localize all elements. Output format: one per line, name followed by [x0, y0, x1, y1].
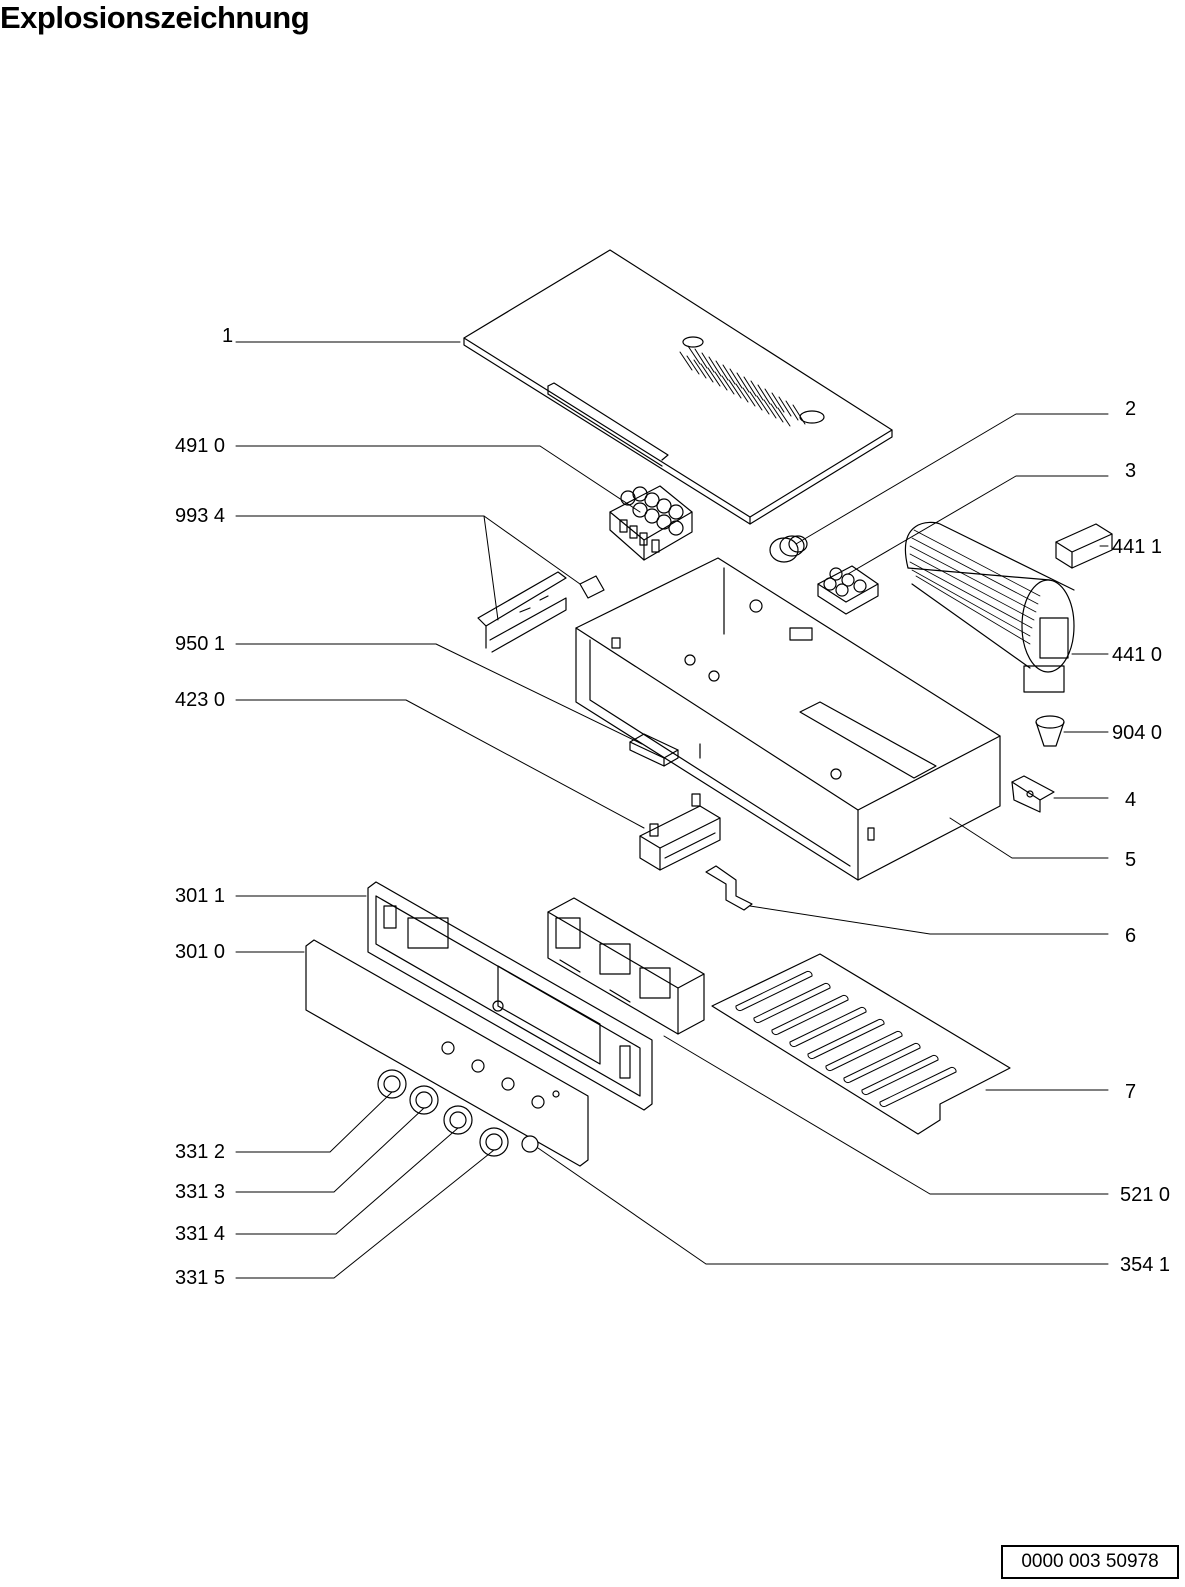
ventilation-grille-part: [712, 954, 1010, 1134]
callout-label-5210: 521 0: [1120, 1184, 1170, 1206]
angle-bracket-part: [1012, 776, 1054, 812]
leader-line-3541: [537, 1147, 1109, 1265]
rubber-foot-part: [1036, 716, 1064, 746]
callout-label-3312: 331 2: [175, 1141, 225, 1163]
leader-line-5: [949, 817, 1109, 859]
leader-line-3315: [235, 1149, 495, 1279]
callout-label-3: 3: [1125, 460, 1136, 482]
callout-label-3541: 354 1: [1120, 1254, 1170, 1276]
leader-line-5210: [663, 1035, 1109, 1195]
callout-label-2: 2: [1125, 398, 1136, 420]
leader-line-9934: [235, 515, 499, 621]
callout-label-9040: 904 0: [1112, 722, 1162, 744]
leader-line-3314: [235, 1127, 459, 1235]
leader-lines: [235, 341, 1109, 1279]
callout-label-3313: 331 3: [175, 1181, 225, 1203]
callout-label-3315: 331 5: [175, 1267, 225, 1289]
leader-line-9934-b: [483, 515, 581, 585]
control-knobs-part: [378, 1070, 508, 1156]
switch-assembly-part: [548, 898, 704, 1034]
callout-label-4230: 423 0: [175, 689, 225, 711]
leader-line-2: [795, 413, 1109, 545]
front-plate-part: [306, 940, 588, 1166]
callout-labels: 1 2 3 4 5 6 7 491 0 993 4 950 1 423 0 30…: [175, 325, 1170, 1289]
z-bracket-part: [706, 866, 752, 910]
vent-slots-grid: [680, 346, 805, 426]
leader-line-3: [847, 475, 1109, 575]
small-terminal-part: [818, 566, 878, 614]
callout-label-3010: 301 0: [175, 941, 225, 963]
top-cover-part: [464, 250, 892, 524]
cable-grommet-part: [770, 536, 807, 562]
document-number-box: 0000 003 50978: [1001, 1545, 1179, 1579]
leader-line-9501: [235, 643, 643, 745]
leader-line-3312: [235, 1091, 393, 1153]
page-title: Explosionszeichnung: [0, 0, 310, 35]
indicator-lens-part: [522, 1136, 538, 1152]
housing-box-part: [576, 558, 1000, 880]
leader-line-3313: [235, 1107, 425, 1193]
leader-line-4230: [235, 699, 645, 829]
callout-label-9501: 950 1: [175, 633, 225, 655]
tangential-fan-part: [905, 522, 1074, 692]
control-panel-frame-part: [368, 882, 652, 1110]
relay-block-part: [640, 794, 720, 870]
mounting-bracket-part: [478, 572, 604, 652]
callout-label-4411: 441 1: [1112, 536, 1162, 558]
leader-line-4910: [235, 445, 641, 513]
callout-label-5: 5: [1125, 849, 1136, 871]
callout-label-4410: 441 0: [1112, 644, 1162, 666]
callout-label-3011: 301 1: [175, 885, 225, 907]
callout-label-9934: 993 4: [175, 505, 225, 527]
callout-label-7: 7: [1125, 1081, 1136, 1103]
callout-label-3314: 331 4: [175, 1223, 225, 1245]
terminal-block-part: [610, 486, 692, 560]
callout-label-1: 1: [222, 325, 233, 347]
callout-label-4: 4: [1125, 789, 1136, 811]
leader-line-6: [749, 905, 1109, 935]
callout-label-6: 6: [1125, 925, 1136, 947]
callout-label-4910: 491 0: [175, 435, 225, 457]
small-module-part: [630, 734, 678, 766]
capacitor-part: [1056, 524, 1112, 568]
